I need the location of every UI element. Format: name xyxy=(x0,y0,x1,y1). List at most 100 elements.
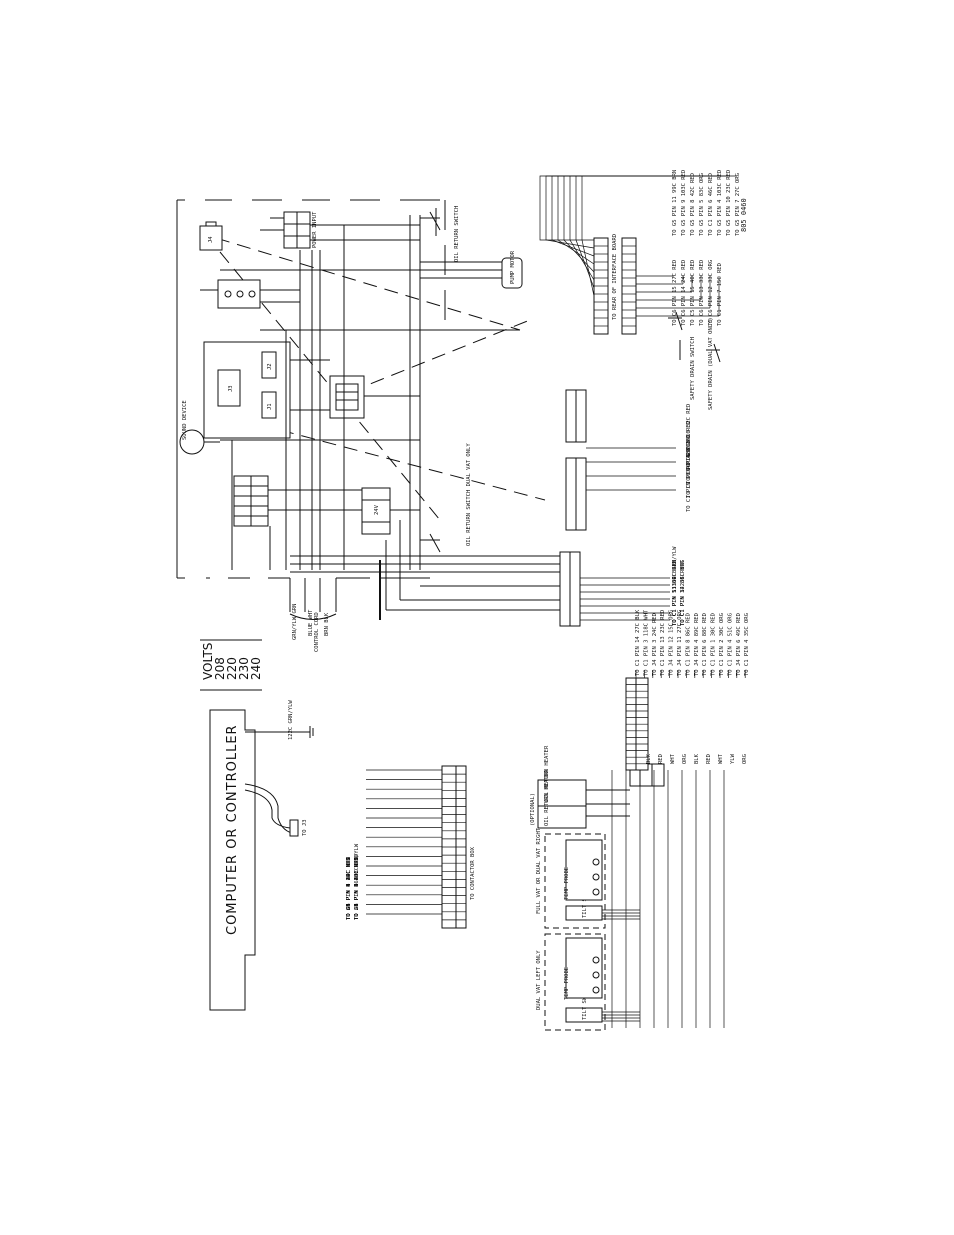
j2-label: J2 xyxy=(267,363,273,370)
svg-text:TILT SWITCH: TILT SWITCH xyxy=(582,984,588,1020)
wire-label: TO G5 PIN 7 27C ORG xyxy=(735,173,741,236)
wire-color-label: YLW xyxy=(730,753,736,764)
heater-section: (OPTIONAL) OIL RETURN HEATER OIL RETURN … xyxy=(530,745,665,829)
main-frame xyxy=(176,199,446,579)
wire-color-label: ORG xyxy=(682,754,688,764)
mid-connector xyxy=(565,389,587,443)
dual-vat-right-label: FULL VAT OR DUAL VAT RIGHT xyxy=(536,827,542,914)
svg-text:TEMP PROBE: TEMP PROBE xyxy=(564,867,570,900)
wire-label: TO C1 PIN 3 23C RED xyxy=(680,563,686,626)
wire-label: TO J4 PIN 4 19C WHT xyxy=(354,856,360,920)
wire-label: TO J2 PIN 16 33C RED xyxy=(354,854,360,920)
wire-color-label: ORG xyxy=(742,754,748,764)
wire-label: TO G5 PIN 10 23C RED xyxy=(726,170,732,236)
controller-board: J3 J2 J1 xyxy=(203,341,291,439)
wire-label: TO C5 PIN 15 40C RED xyxy=(690,260,696,326)
terminal-circle xyxy=(592,971,600,979)
wire-label: TO C1 PIN 11 64C BLK xyxy=(672,559,678,626)
svg-text:208: 208 xyxy=(213,657,227,680)
wire-label: TO G5 PIN 8 42C RED xyxy=(690,173,696,236)
power-input-label: POWER INPUT xyxy=(312,211,318,248)
wire-label: TO J4 PIN 5 23C RED xyxy=(354,857,360,920)
wire-label: TO J4 PIN 11 27C ORG xyxy=(677,610,683,676)
top-horizontal-wires xyxy=(220,224,520,511)
oil-return-switch-dual-label: OIL RETURN SWITCH DUAL VAT ONLY xyxy=(466,443,472,546)
wire-label: TO C1 PIN 5 102C GRN/YLW xyxy=(672,546,678,626)
j4-label: J4 xyxy=(208,236,214,243)
control-cord: CONTROL CORD GRN/YLW GRN BLUE WHT BRN BL… xyxy=(289,578,337,652)
wire-label: TO C1 PIN 4 35C ORG xyxy=(744,613,750,676)
pump-motor-label: PUMP MOTOR xyxy=(510,250,516,284)
wire-label: TO J4 PIN 12 15C ORG xyxy=(669,610,675,676)
computer-controller: COMPUTER OR CONTROLLER TO J3 122C GRN/YL… xyxy=(209,700,314,1011)
relay-block xyxy=(200,279,300,309)
wire xyxy=(569,175,719,281)
wire-label: TO C6 PIN 14 24C RED xyxy=(681,260,687,326)
terminal-strip-left xyxy=(233,475,269,527)
wire-label: TO J4 PIN 6 49C RED xyxy=(736,613,742,676)
dual-vat-left-label: DUAL VAT LEFT ONLY xyxy=(536,950,542,1010)
wire-label: TO J4 PIN 1 35C BLK xyxy=(346,856,352,920)
transformer-24v: 24V xyxy=(361,487,391,535)
oil-return-switch-dual: OIL RETURN SWITCH DUAL VAT ONLY xyxy=(420,443,472,553)
pump-motor: PUMP MOTOR xyxy=(420,250,523,289)
wire-label: TO G5 PIN 1 27C BLK xyxy=(346,856,352,920)
wire-label: TO C1 PIN 4 51C ORG xyxy=(727,613,733,676)
contactor-terminal: TO CONTACTOR BOX xyxy=(441,765,476,929)
wire-label: TO J4 PIN 3 36C WHT xyxy=(346,856,352,920)
safety-drain-switch: SAFETY DRAIN SWITCH SAFETY DRAIN (DUAL V… xyxy=(668,311,721,410)
wire-label: TO C1 PIN 1 35C BLK xyxy=(672,562,678,626)
wire-label: TO C1 PIN 2 30C ORG xyxy=(719,613,725,676)
wire-label: TO G5 PIN 4 103C RED xyxy=(717,170,723,236)
wire-label: TO G5 PIN 4 43C RED xyxy=(346,857,352,920)
oil-return-switch-label: OIL RETURN SWITCH xyxy=(454,206,460,262)
wire-label: TO C6 PIN 13 33C RED xyxy=(699,260,705,326)
terminal-circle xyxy=(592,858,600,866)
svg-text:240: 240 xyxy=(249,657,263,680)
wire-label: TO C1 PIN 8 86C RED xyxy=(685,613,691,676)
wire-label: TO C1 PIN 13 23C RED xyxy=(660,610,666,676)
sound-device: SOUND DEVICE xyxy=(179,400,220,455)
svg-text:BRN BLK: BRN BLK xyxy=(324,612,330,636)
svg-text:OIL RETURN HEATER: OIL RETURN HEATER xyxy=(544,769,550,826)
wire-label: TO C1 PIN 6 46C RED xyxy=(708,173,714,236)
ground-wire-label: 122C GRN/YLW xyxy=(288,700,294,740)
j4-connector: J4 xyxy=(199,221,223,251)
control-cord-label: CONTROL CORD xyxy=(314,612,320,652)
wire-label: TO C6 PIN 15 27C RED xyxy=(672,260,678,326)
wire-label: TO G5 PIN 4 15C RED xyxy=(346,857,352,920)
computer-label: COMPUTER OR CONTROLLER xyxy=(225,724,240,935)
wire-label: TO J4 PIN 4 89C RED xyxy=(694,613,700,676)
wire-label: TO J2 PIN 3 88C ORG xyxy=(354,857,360,920)
safety-drain-dual-label: SAFETY DRAIN (DUAL VAT ONLY) xyxy=(708,317,714,410)
wire-color-label: BLK xyxy=(694,753,700,764)
wire-label: TO C6 PIN 12 33C ORG xyxy=(708,260,714,326)
safety-drain-label: SAFETY DRAIN SWITCH xyxy=(690,337,696,400)
interface-board-connector: TO REAR OF INTERFACE BOARD xyxy=(593,234,637,335)
power-input: POWER INPUT xyxy=(260,211,318,249)
j1-label: J1 xyxy=(267,403,273,410)
wire-label: TO J1 PIN 5 40C RED xyxy=(354,857,360,920)
wire-label: TO G5 PIN 9 103C RED xyxy=(681,170,687,236)
wire-label: TO J4 PIN 3 24C RED xyxy=(652,613,658,676)
wire-label: TO J1 PIN 6 46C RED xyxy=(354,857,360,920)
wire xyxy=(539,175,674,241)
wire-color-label: RED xyxy=(658,754,664,764)
wire-label: TO C1 PIN 7 42C RED xyxy=(686,435,692,498)
terminal-circle xyxy=(592,888,600,896)
wire-label: TO G5 PIN 8 43C RED xyxy=(354,857,360,920)
wire-label: TO J2 PIN 9 29C RED xyxy=(346,857,352,920)
lower-mid-connector xyxy=(565,457,587,531)
diagram-number: 805 0460 xyxy=(740,198,748,232)
lower-connector xyxy=(559,551,581,627)
wire-label: TO C1 PIN 14 64C WHT xyxy=(680,559,686,626)
optional-label: (OPTIONAL) xyxy=(530,793,536,826)
probe-section: DUAL VAT LEFT ONLY FULL VAT OR DUAL VAT … xyxy=(536,827,606,1031)
transformer xyxy=(329,375,365,419)
wire xyxy=(581,175,737,297)
